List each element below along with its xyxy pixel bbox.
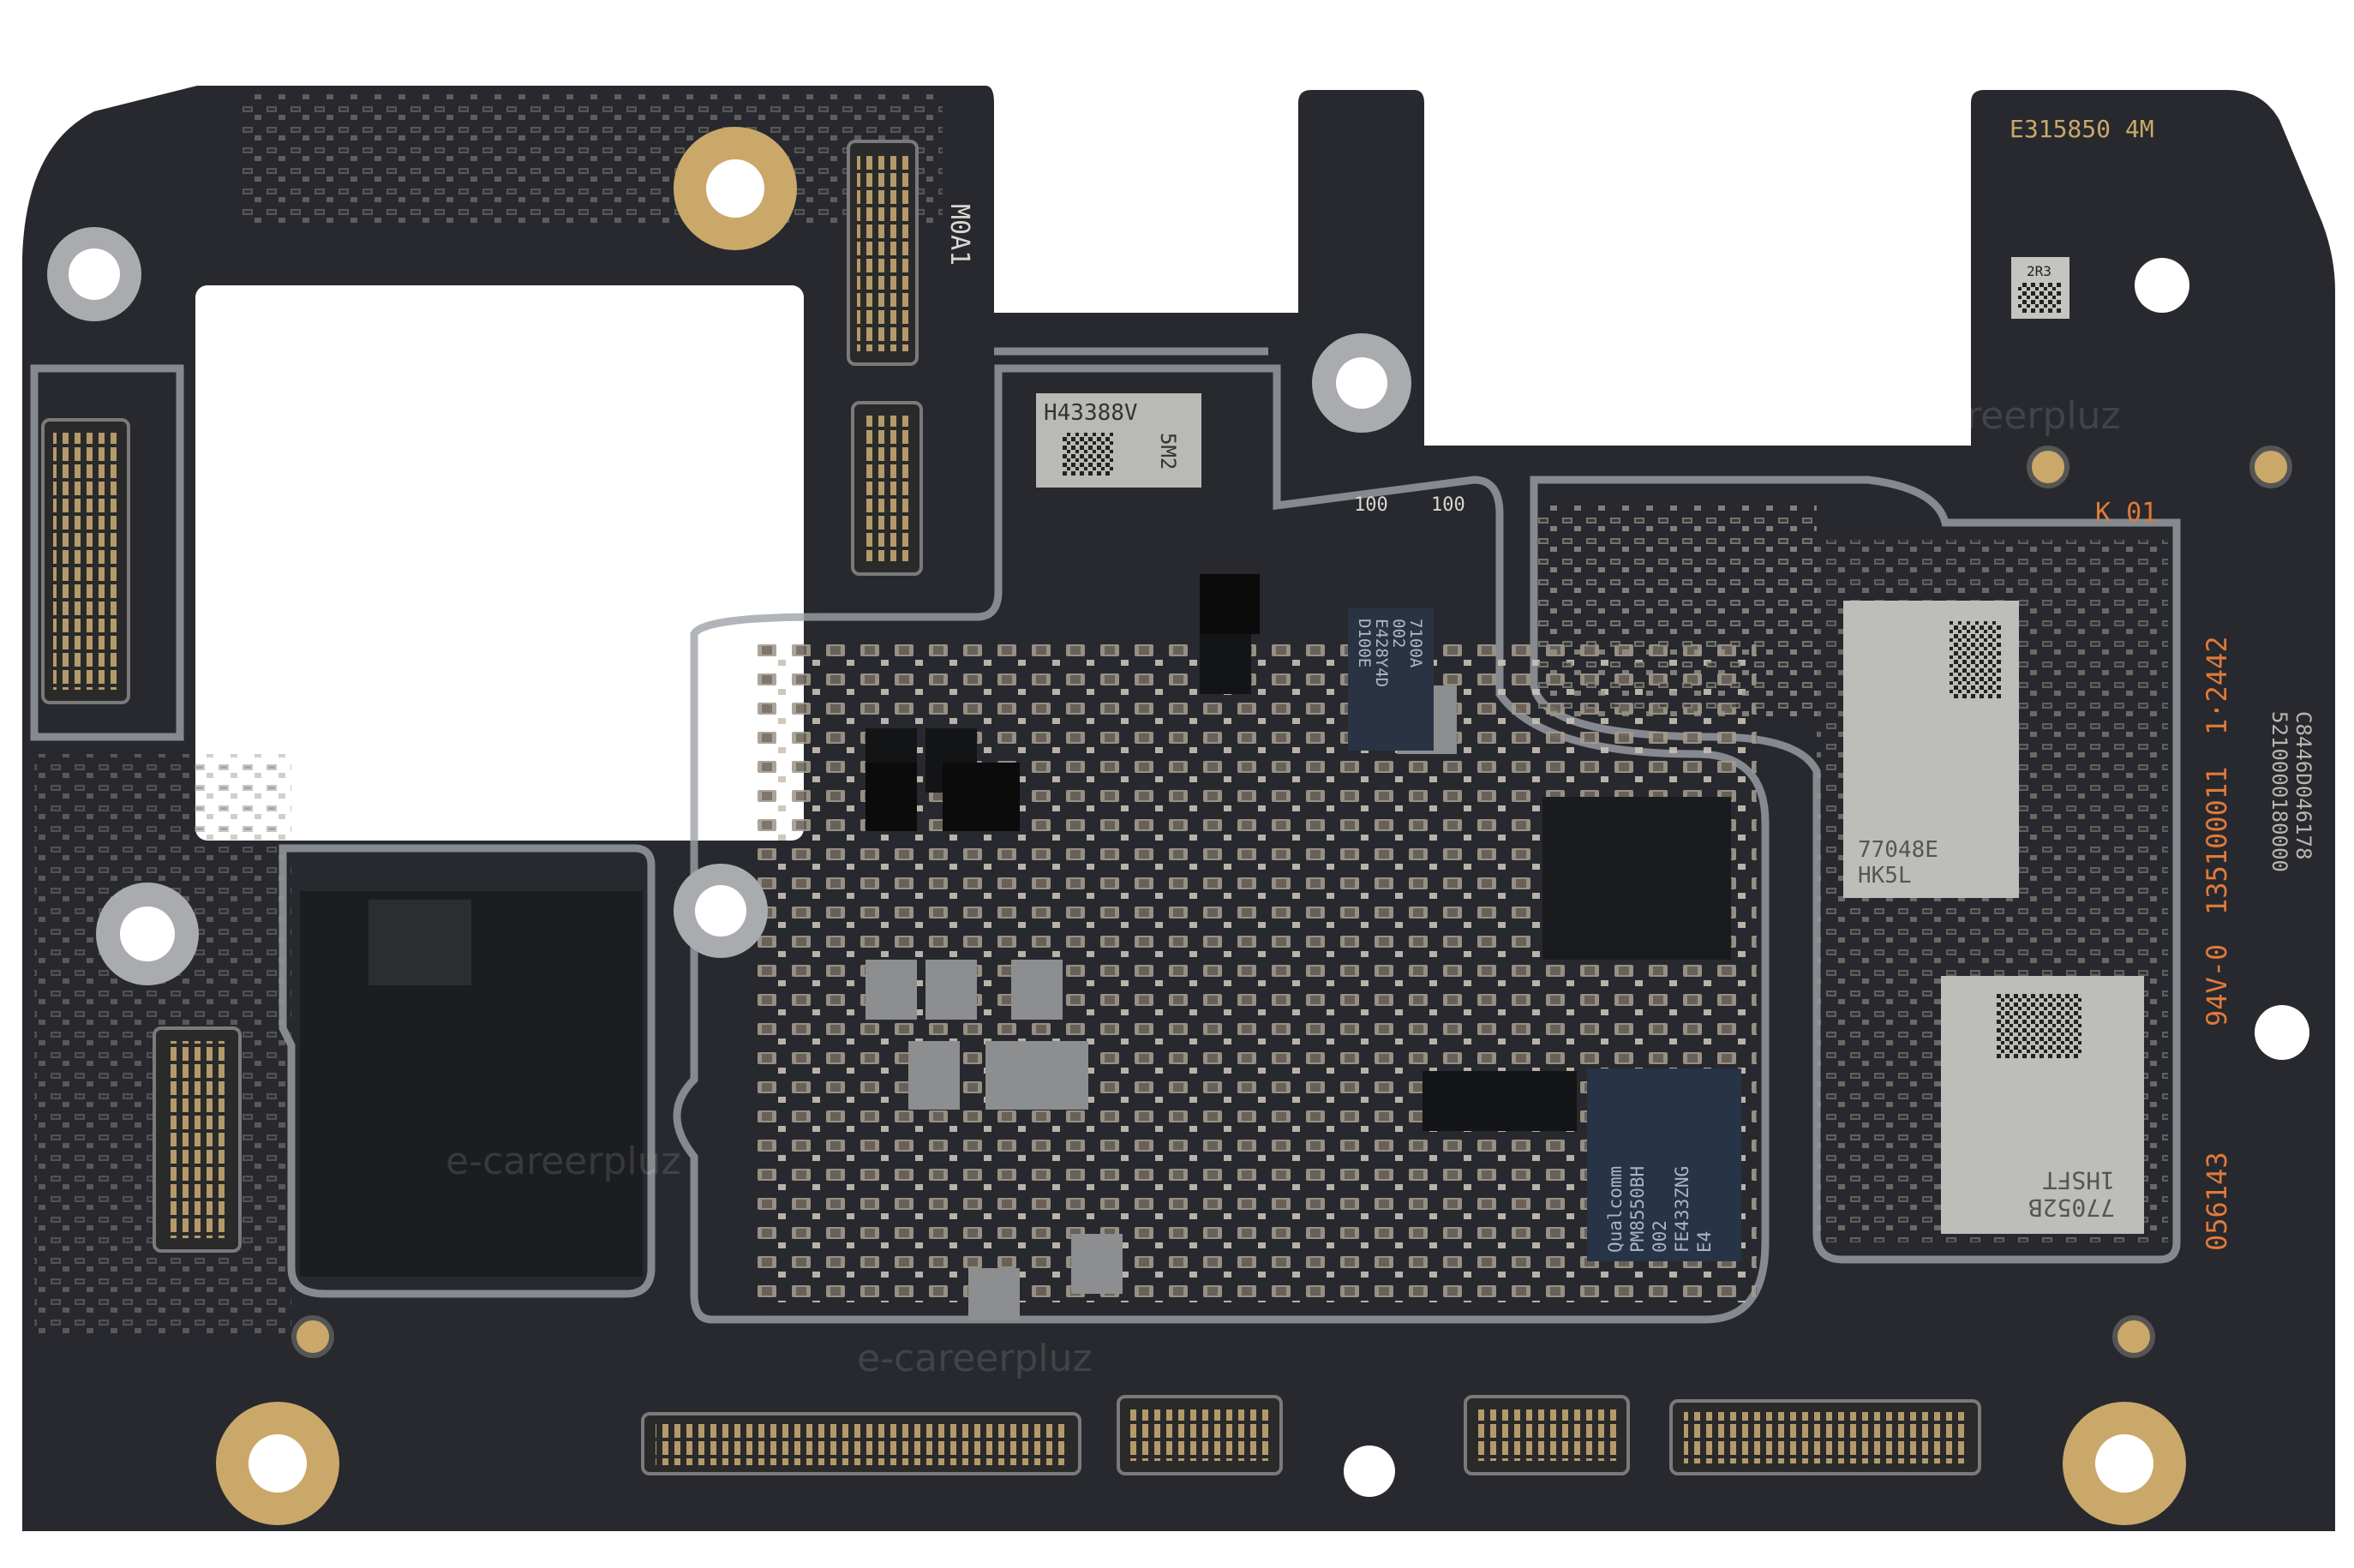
chip-shield-77048e: 77048E HK5L [1843, 601, 2019, 898]
black-ics [300, 574, 1731, 1277]
component-field-top [240, 94, 943, 223]
chip-label: 77052B [2028, 1194, 2115, 1222]
lot-code-label: 135100011 [2201, 767, 2233, 915]
serial-b-label: 5210000180000 [2267, 711, 2291, 872]
chip-label: PM8550BH [1627, 1166, 1648, 1253]
chip-label: H43388V [1044, 400, 1138, 426]
resistor-label: 100 [1354, 494, 1388, 516]
chip-label: HK5L [1858, 863, 1912, 889]
resistor-label: 100 [1431, 494, 1465, 516]
chip-qualcomm-pmic: Qualcomm PM8550BH 002 FE433ZNG E4 [1587, 1068, 1741, 1261]
board-id-label: 056143 [2201, 1152, 2233, 1251]
chip-label: 002 [1650, 1220, 1670, 1253]
k-mark-label: K 01 [2095, 498, 2157, 528]
chip-label: 5M2 [1156, 433, 1180, 470]
chip-shield-77052b: 77052B 1HSFT [1941, 976, 2144, 1234]
chip-label: 1HSFT [2043, 1166, 2115, 1194]
watermark-text: e-careerpluz [446, 1140, 681, 1183]
chip-label: Qualcomm [1605, 1166, 1626, 1253]
component-field-right [1534, 506, 1817, 720]
mounting-holes [47, 127, 2309, 1525]
chip-label: FE433ZNG [1672, 1166, 1692, 1253]
watermark-text: e-careerpluz [857, 1337, 1093, 1380]
chip-label: 77048E [1858, 837, 1938, 863]
chip-label: 2R3 [2027, 263, 2052, 279]
board-rev-label: M0A1 [944, 204, 974, 266]
date-code-label: 1·2442 [2201, 636, 2233, 735]
chip-label: 002 [1389, 619, 1408, 648]
chip-label: E4 [1694, 1231, 1715, 1253]
chip-rf-module: H43388V 5M2 [1036, 393, 1201, 488]
chip-label: D100E [1355, 619, 1374, 667]
chip-2r3: 2R3 [2011, 257, 2069, 319]
chip-7100a: 7100A 002 E428Y4D D100E [1348, 608, 1434, 751]
watermark-text: e-careerpluz [1885, 394, 2121, 438]
board-connectors [41, 140, 1981, 1475]
corner-code-label: E315850 4M [2010, 115, 2154, 143]
chip-label: E428Y4D [1372, 619, 1391, 687]
chip-label: 7100A [1406, 619, 1425, 668]
board-cutout [195, 285, 804, 841]
ul-rating-label: 94V-0 [2201, 944, 2233, 1026]
serial-a-label: C8446D046178 [2291, 711, 2315, 859]
rf-connectors [291, 446, 2292, 1358]
watermark: e-careerpluz e-careerpluz e-careerpluz [446, 394, 2121, 1380]
orange-vertical-markings: 056143 94V-0 135100011 1·2442 [2201, 636, 2233, 1251]
